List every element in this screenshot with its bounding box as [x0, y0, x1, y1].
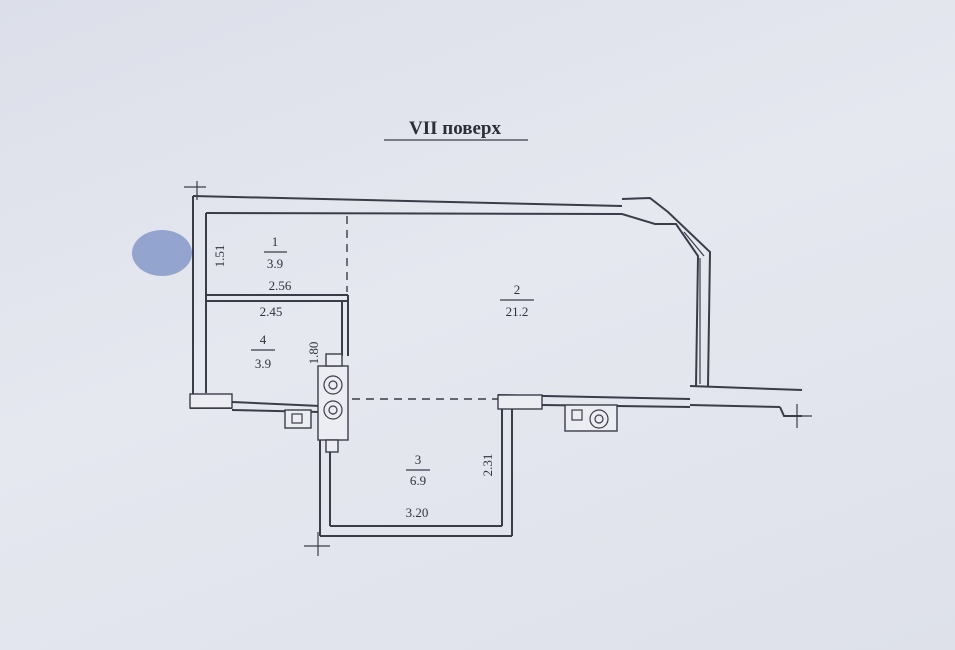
dimension-1-51: 1.51	[212, 245, 227, 268]
dimension-2-31: 2.31	[480, 454, 495, 477]
dimension-3-20: 3.20	[406, 505, 429, 520]
room-3-label: 3 6.9	[406, 452, 430, 488]
room-2-area: 21.2	[506, 304, 529, 319]
tick-marks	[184, 181, 812, 556]
room-2-number: 2	[514, 282, 521, 297]
dimension-2-45: 2.45	[260, 304, 283, 319]
redacted-mark	[132, 230, 192, 276]
room-3-area: 6.9	[410, 473, 426, 488]
room-3-number: 3	[415, 452, 422, 467]
dimension-2-56: 2.56	[269, 278, 292, 293]
room-2-label: 2 21.2	[500, 282, 534, 319]
room-4-number: 4	[260, 332, 267, 347]
plan-title: VII поверх	[409, 118, 501, 139]
interior-walls	[206, 216, 498, 400]
dimension-1-80: 1.80	[306, 342, 321, 365]
room-1-area: 3.9	[267, 256, 283, 271]
outer-walls	[189, 195, 803, 537]
room-1-label: 1 3.9	[264, 234, 287, 271]
room-1-number: 1	[272, 234, 279, 249]
room-4-label: 4 3.9	[251, 332, 275, 371]
room-4-area: 3.9	[255, 356, 271, 371]
ventilation-shafts	[284, 353, 618, 453]
